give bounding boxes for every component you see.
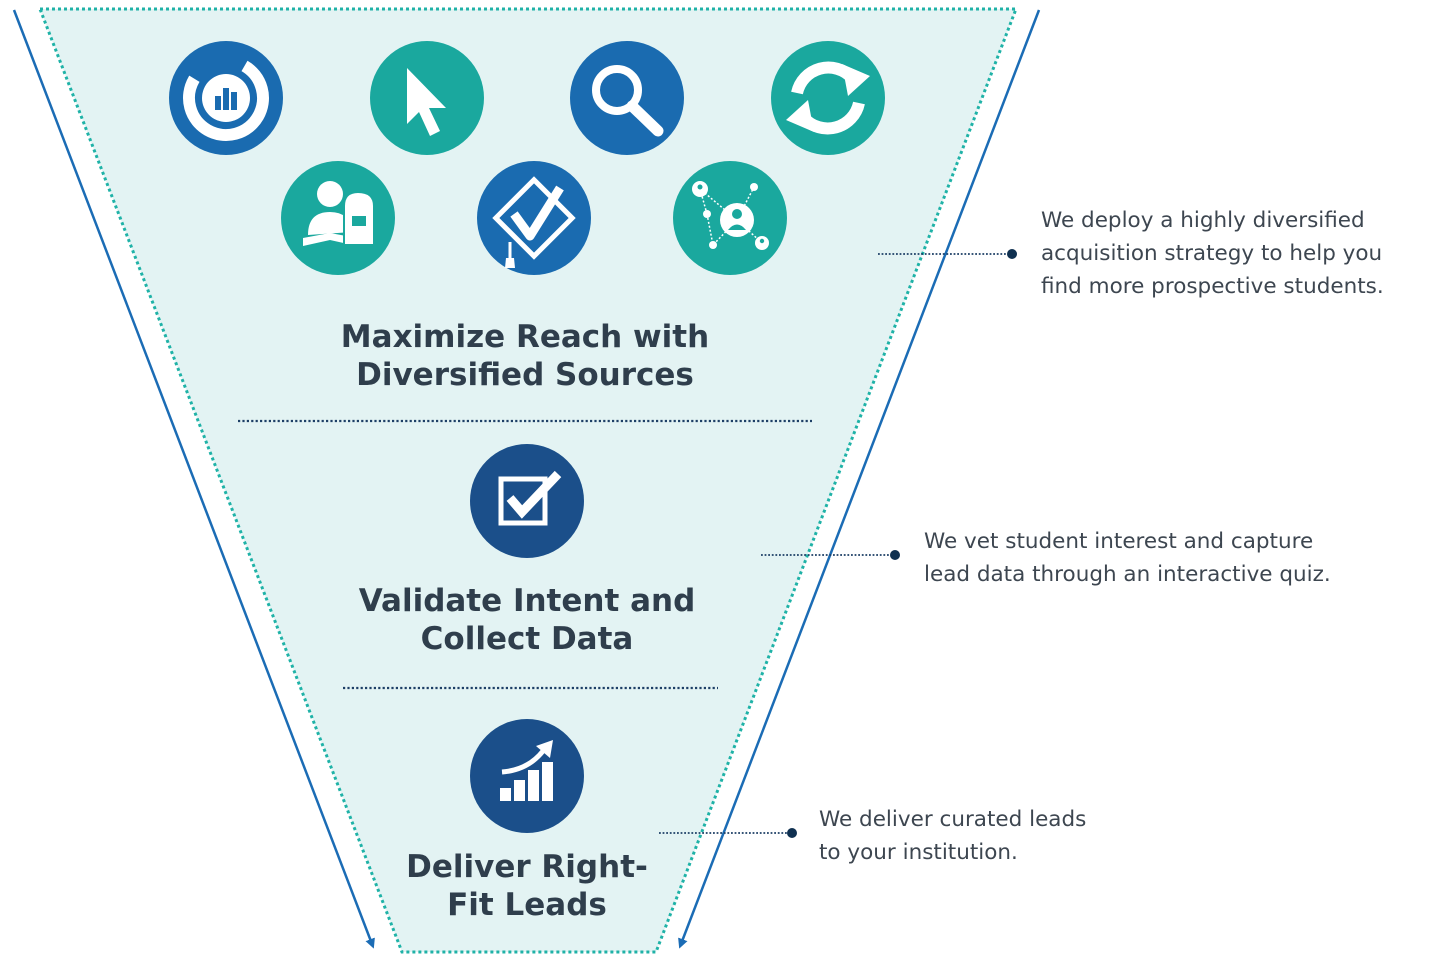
checkbox-icon [470,444,584,558]
description-line: lead data through an interactive quiz. [924,562,1331,587]
stage-1-title: Maximize Reach with Diversified Sources [290,318,760,394]
description-line: We deliver curated leads [819,807,1087,832]
cursor-pointer-icon [370,41,484,155]
description-line: to your institution. [819,840,1018,865]
growth-chart-icon [470,719,584,833]
connector-stage-1 [878,249,1017,259]
stage-3-description: We deliver curated leads to your institu… [819,803,1086,869]
refresh-cycle-icon [771,41,885,155]
stage-2-description: We vet student interest and capture lead… [924,525,1331,591]
stage-2-title: Validate Intent and Collect Data [297,582,757,658]
stage-3-title-line: Fit Leads [447,887,607,923]
description-line: acquisition strategy to help you [1041,241,1383,266]
diploma-check-icon [477,161,591,275]
stage-2-title-line: Collect Data [420,621,634,657]
stage-3-title: Deliver Right- Fit Leads [377,848,677,924]
magnifier-icon [570,41,684,155]
funnel-left-arrow [12,9,375,949]
description-line: find more prospective students. [1041,274,1384,299]
description-line: We deploy a highly diversified [1041,208,1365,233]
connector-stage-2 [761,550,900,560]
student-reading-icon [281,161,395,275]
description-line: We vet student interest and capture [924,529,1314,554]
analytics-donut-icon [169,41,283,155]
funnel-right-arrow [678,9,1041,949]
stage-1-description: We deploy a highly diversified acquisiti… [1041,204,1384,303]
network-people-icon [673,161,787,275]
stage-1-title-line: Diversified Sources [356,357,694,393]
stage-2-title-line: Validate Intent and [358,583,696,619]
connector-stage-3 [659,828,797,838]
stage-1-title-line: Maximize Reach with [340,319,710,355]
stage-3-title-line: Deliver Right- [406,849,648,885]
